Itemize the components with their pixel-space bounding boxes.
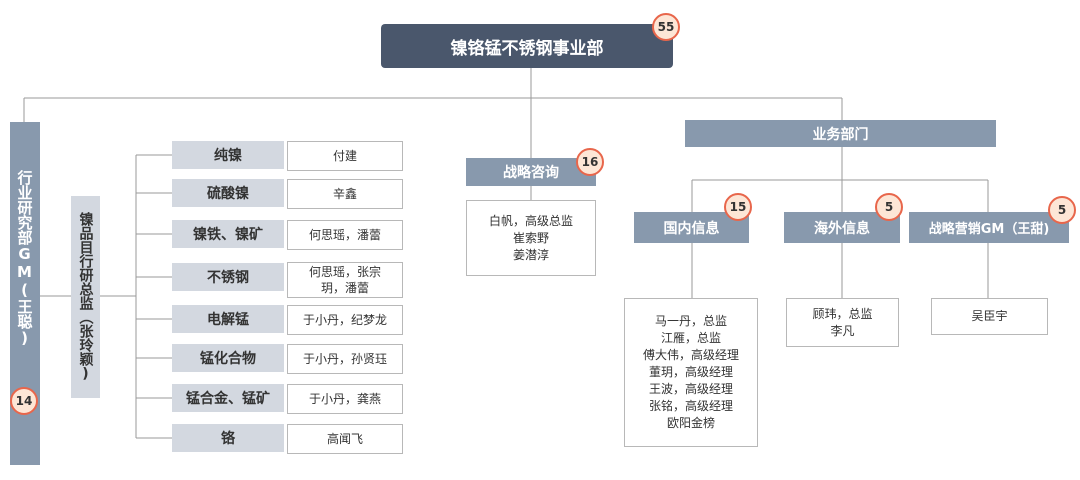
person: 辛鑫 <box>332 186 357 201</box>
strategy-title: 战略咨询 <box>503 165 559 181</box>
person: 玥，潘蕾 <box>320 281 369 295</box>
category-manganese-alloy[interactable]: 锰合金、锰矿 <box>172 384 284 412</box>
person: 王波，高级经理 <box>648 382 733 396</box>
domestic-count-badge: 15 <box>724 193 752 221</box>
people-box: 于小丹，纪梦龙 <box>287 305 403 335</box>
person: 于小丹，龚燕 <box>308 391 381 406</box>
domestic-people-box: 马一丹，总监 江雁，总监 傅大伟，高级经理 董玥，高级经理 王波，高级经理 张铭… <box>624 298 758 447</box>
person: 马一丹，总监 <box>654 314 727 328</box>
business-node[interactable]: 业务部门 <box>685 120 996 147</box>
category-chunni[interactable]: 纯镍 <box>172 141 284 169</box>
category-chromium[interactable]: 铬 <box>172 424 284 452</box>
person: 白帆，高级总监 <box>488 213 573 228</box>
marketing-people-box: 吴臣宇 <box>931 298 1048 335</box>
strategy-node[interactable]: 战略咨询 <box>466 158 596 186</box>
person: 崔索野 <box>512 230 549 245</box>
people-box: 付建 <box>287 141 403 171</box>
person: 何思瑶，潘蕾 <box>308 227 381 242</box>
category-label: 电解锰 <box>207 312 249 328</box>
person: 傅大伟，高级经理 <box>642 348 739 362</box>
root-node[interactable]: 镍铬锰不锈钢事业部 <box>381 24 673 68</box>
person: 张铭，高级经理 <box>648 399 733 413</box>
category-label: 锰化合物 <box>200 351 256 367</box>
person: 付建 <box>332 148 357 163</box>
person: 欧阳金榜 <box>666 416 715 430</box>
person: 董玥，高级经理 <box>648 365 733 379</box>
person: 李凡 <box>830 323 855 338</box>
strategy-count-badge: 16 <box>576 148 604 176</box>
person: 于小丹，纪梦龙 <box>302 312 387 327</box>
industry-research-title: 行业研究部GM(王聪) <box>15 170 34 347</box>
category-nickel-sulfate[interactable]: 硫酸镍 <box>172 179 284 207</box>
people-box: 于小丹，龚燕 <box>287 384 403 414</box>
category-label: 镍铁、镍矿 <box>193 227 263 243</box>
marketing-title: 战略营销GM（王甜) <box>928 222 1050 237</box>
people-box: 何思瑶，张宗 玥，潘蕾 <box>287 262 403 298</box>
overseas-title: 海外信息 <box>814 220 870 237</box>
category-label: 硫酸镍 <box>207 186 249 202</box>
category-stainless-steel[interactable]: 不锈钢 <box>172 263 284 291</box>
overseas-people-box: 顾玮，总监 李凡 <box>786 298 899 347</box>
person: 于小丹，孙贤珏 <box>302 351 387 366</box>
people-box: 何思瑶，潘蕾 <box>287 220 403 250</box>
people-box: 辛鑫 <box>287 179 403 209</box>
overseas-count-badge: 5 <box>875 193 903 221</box>
person: 江雁，总监 <box>660 331 721 345</box>
category-electrolytic-manganese[interactable]: 电解锰 <box>172 305 284 333</box>
strategy-people-box: 白帆，高级总监 崔索野 姜潜淳 <box>466 200 596 276</box>
root-title: 镍铬锰不锈钢事业部 <box>450 38 604 59</box>
category-label: 纯镍 <box>214 148 242 164</box>
category-label: 铬 <box>221 431 235 447</box>
category-manganese-compounds[interactable]: 锰化合物 <box>172 344 284 372</box>
director-node[interactable]: 镍品目行研总监（张玲颖) <box>71 196 100 398</box>
industry-count-badge: 14 <box>10 387 38 415</box>
category-label: 锰合金、锰矿 <box>186 391 270 407</box>
person: 何思瑶，张宗 <box>308 265 381 279</box>
people-box: 于小丹，孙贤珏 <box>287 344 403 374</box>
domestic-title: 国内信息 <box>663 220 720 237</box>
root-count-badge: 55 <box>652 13 680 41</box>
person: 吴臣宇 <box>971 309 1008 323</box>
person: 姜潜淳 <box>512 247 549 262</box>
people-box: 高闻飞 <box>287 424 403 454</box>
category-label: 不锈钢 <box>207 270 249 286</box>
marketing-node[interactable]: 战略营销GM（王甜) <box>909 212 1069 243</box>
person: 顾玮，总监 <box>812 306 873 321</box>
business-title: 业务部门 <box>812 126 869 143</box>
marketing-count-badge: 5 <box>1048 196 1076 224</box>
category-ferronickel[interactable]: 镍铁、镍矿 <box>172 220 284 248</box>
director-title: 镍品目行研总监（张玲颖) <box>77 212 94 382</box>
person: 高闻飞 <box>326 431 363 446</box>
